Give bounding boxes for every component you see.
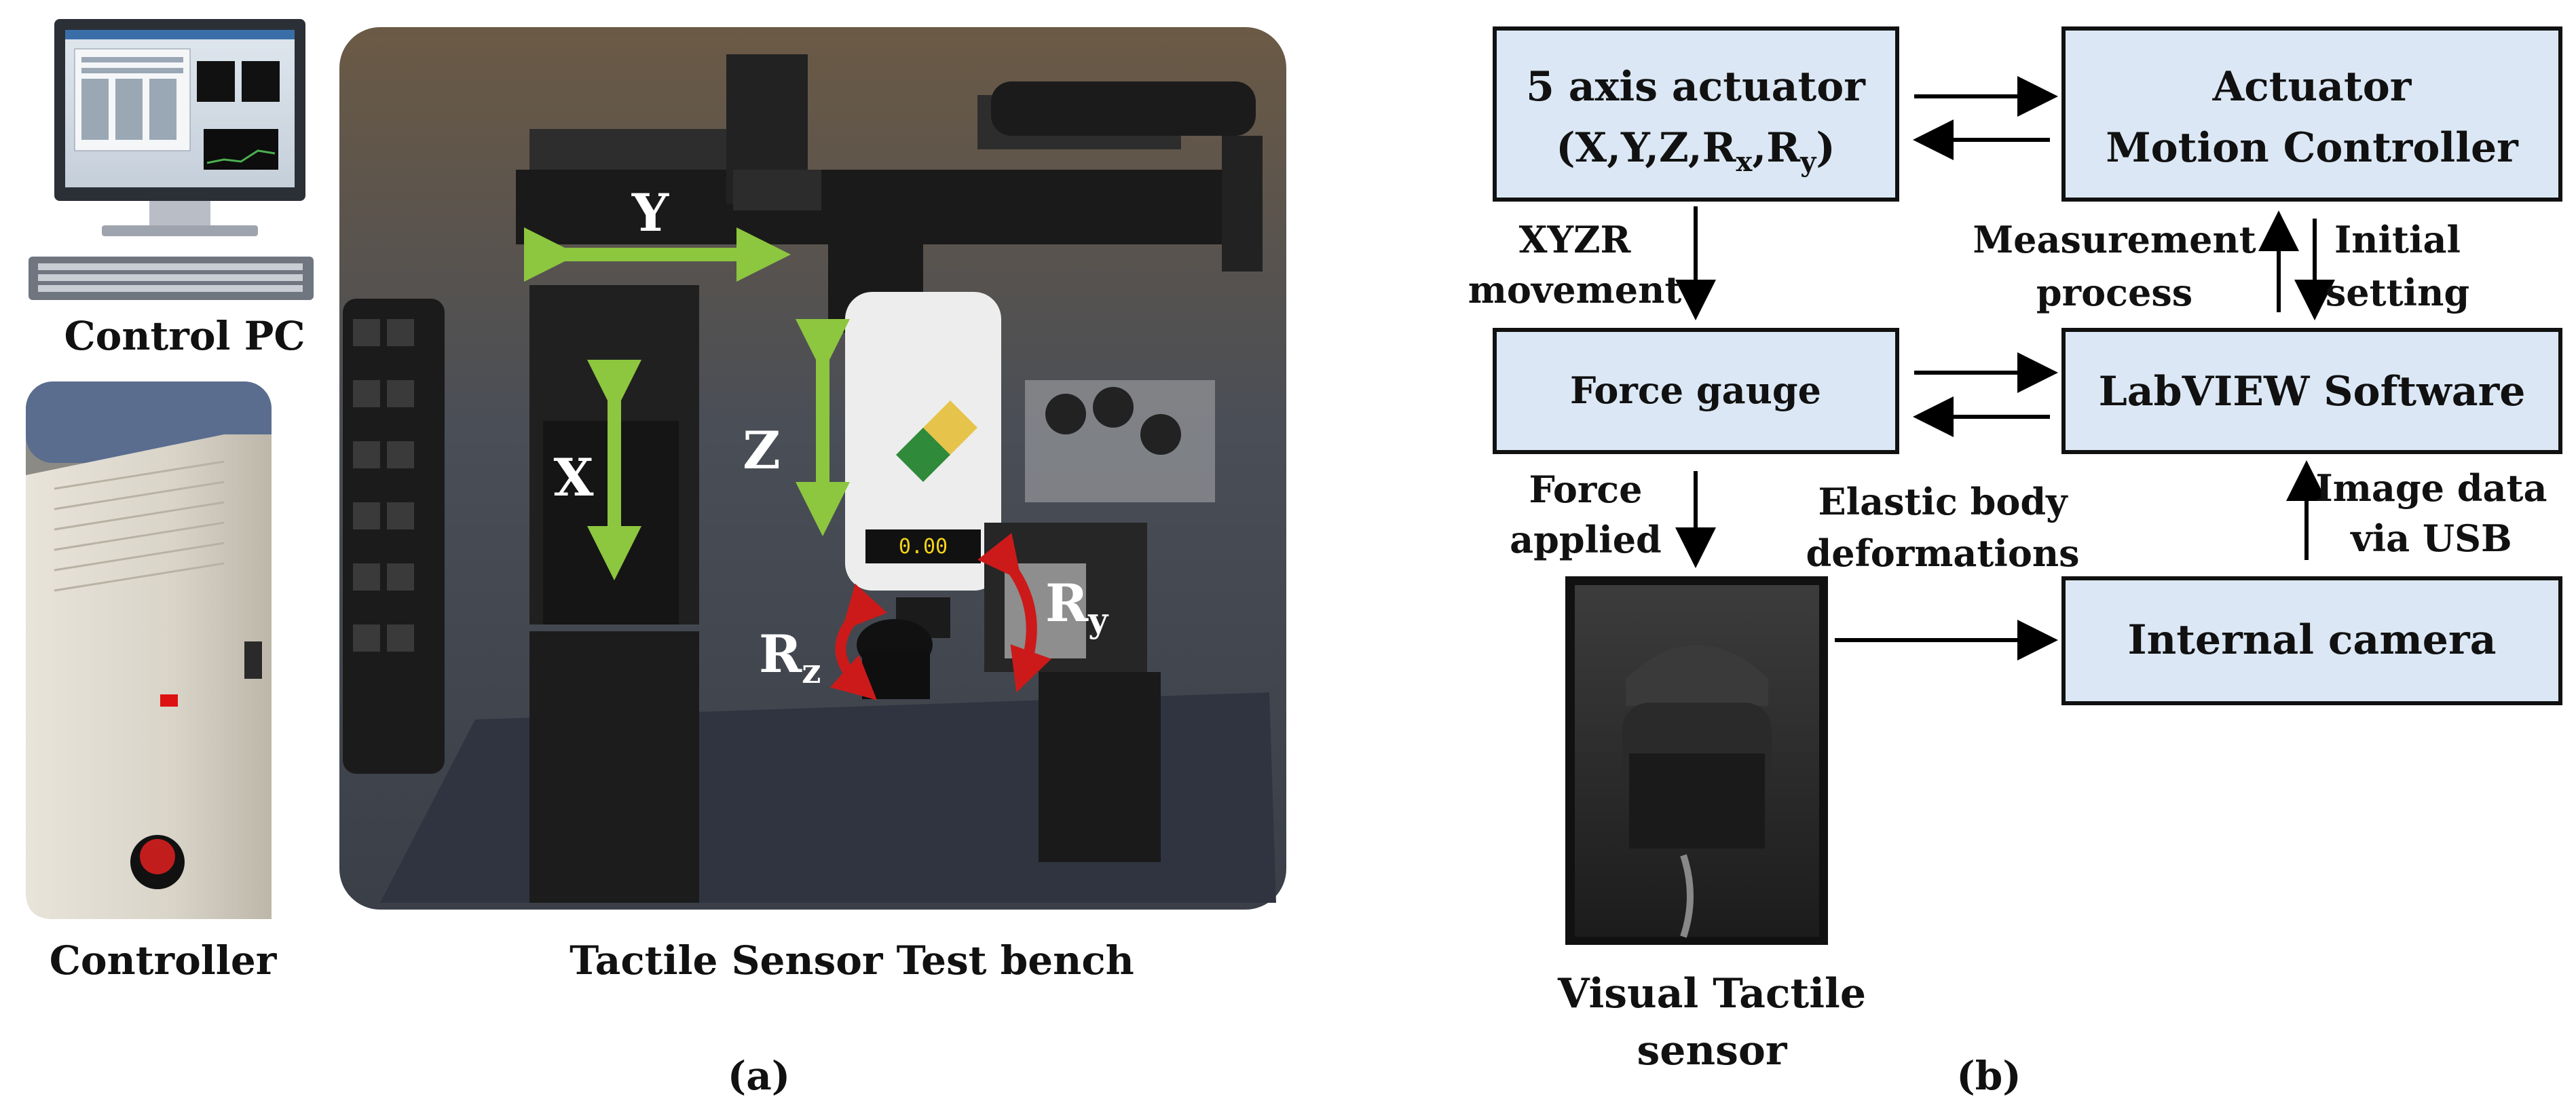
rz-axis-label: Rz <box>759 624 821 691</box>
controller-label: Controller <box>50 937 278 984</box>
y-axis-label: Y <box>631 183 669 243</box>
motion-controller-line2: Motion Controller <box>2106 124 2519 172</box>
force-applied-label-2: applied <box>1510 518 1662 561</box>
sensor-label-line2: sensor <box>1637 1027 1788 1075</box>
measurement-label-1: Measurement <box>1973 218 2256 261</box>
ry-axis-label: Ry <box>1045 573 1109 640</box>
visual-tactile-sensor-image <box>1565 576 1828 945</box>
internal-camera-box: Internal camera <box>2061 576 2562 705</box>
test-bench-image: 0.00 <box>339 27 1286 910</box>
flow-arrows <box>1675 76 2335 660</box>
control-pc-label: Control PC <box>64 313 305 359</box>
controller-image <box>26 381 272 919</box>
xyzr-label-1: XYZR <box>1519 218 1632 261</box>
motion-controller-line1: Actuator <box>2212 63 2412 111</box>
panel-b-caption: (b) <box>1956 1053 2021 1099</box>
image-data-label-2: via USB <box>2350 517 2512 560</box>
test-bench-label: Tactile Sensor Test bench <box>570 937 1134 984</box>
elastic-label-2: deformations <box>1806 531 2079 575</box>
gauge-reading: 0.00 <box>899 535 948 559</box>
control-pc-image <box>29 19 314 300</box>
xyzr-label-2: movement <box>1468 268 1682 312</box>
elastic-label-1: Elastic body <box>1818 480 2068 523</box>
x-axis-label: X <box>554 447 594 508</box>
actuator-box: 5 axis actuator (X,Y,Z,Rx,Ry) <box>1493 26 1899 202</box>
motion-controller-box: Actuator Motion Controller <box>2061 26 2562 202</box>
force-gauge-label: Force gauge <box>1570 369 1821 412</box>
actuator-title: 5 axis actuator <box>1526 63 1866 111</box>
z-axis-label: Z <box>743 420 780 481</box>
force-gauge-box: Force gauge <box>1493 328 1899 454</box>
measurement-label-2: process <box>2036 271 2192 314</box>
panel-b: 5 axis actuator (X,Y,Z,Rx,Ry) Actuator M… <box>1468 26 2562 1099</box>
initial-label-1: Initial <box>2334 218 2461 261</box>
labview-label: LabVIEW Software <box>2099 368 2526 415</box>
image-data-label-1: Image data <box>2316 466 2547 510</box>
force-applied-label-1: Force <box>1529 468 1642 511</box>
axis-arrows <box>524 227 1051 701</box>
labview-box: LabVIEW Software <box>2061 328 2562 454</box>
sensor-label-line1: Visual Tactile <box>1557 970 1866 1018</box>
rz-rotation-arrow <box>829 583 888 701</box>
internal-camera-label: Internal camera <box>2128 616 2497 664</box>
panel-a: Control PC Controller <box>26 19 1286 1099</box>
panel-a-caption: (a) <box>728 1053 790 1099</box>
ry-rotation-arrow <box>977 533 1051 693</box>
initial-label-2: setting <box>2326 271 2469 314</box>
actuator-axes: (X,Y,Z,Rx,Ry) <box>1556 124 1835 178</box>
